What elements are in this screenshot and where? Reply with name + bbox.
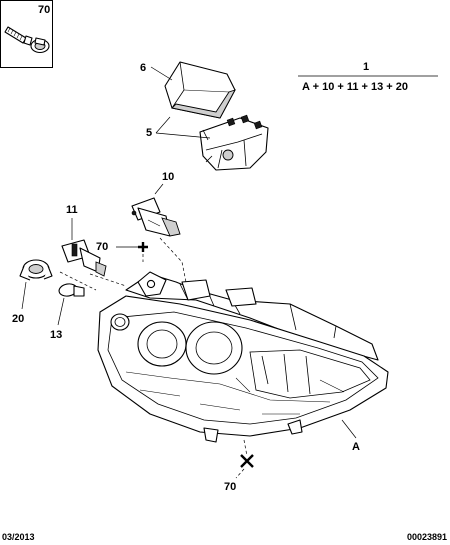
assembly-formula: A + 10 + 11 + 13 + 20 [302,81,408,93]
part-label-13: 13 [50,329,62,341]
part-label-6: 6 [140,62,146,74]
cross-marker-icon [240,454,254,468]
cross-marker-icon [138,242,148,252]
headlamp-housing-A [97,271,389,443]
screw-icon [4,26,50,54]
bulb-part-10 [131,197,181,237]
cap-part-6 [164,61,236,119]
part-label-70-mid: 70 [96,241,108,253]
bulb-part-13 [58,283,85,297]
part-label-70-inset: 70 [38,4,50,16]
holder-part-5 [199,114,269,171]
screw-inset: 70 [0,0,53,68]
part-label-A: A [352,441,360,453]
part-label-5: 5 [146,127,152,139]
part-label-70-bottom: 70 [224,481,236,493]
part-label-11: 11 [66,204,78,216]
bulb-part-11 [61,239,107,277]
footer-reference: 00023891 [406,532,447,542]
part-label-1: 1 [363,61,369,73]
bulb-holder-part-20 [19,259,53,281]
part-label-10: 10 [162,171,174,183]
part-label-20: 20 [12,313,24,325]
footer-date: 03/2013 [2,532,35,542]
